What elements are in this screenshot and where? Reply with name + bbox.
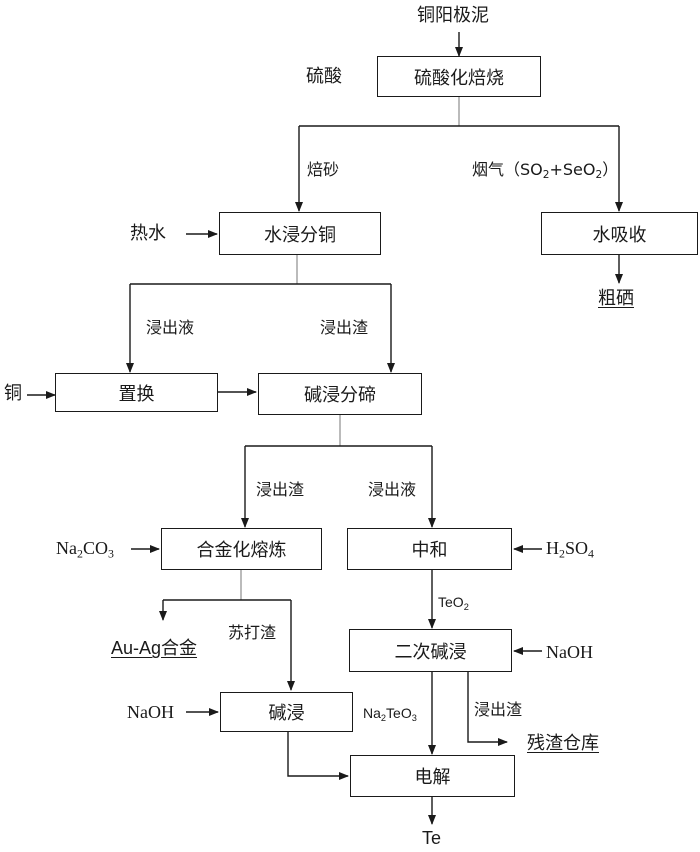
au-ag-cn: 合金 [161, 638, 198, 659]
label-residue-warehouse: 残渣仓库 [527, 733, 599, 754]
box-alkali-leach-te: 碱浸分碲 [258, 373, 422, 415]
label-naoh-2: NaOH [127, 702, 174, 722]
na2teo3-s2: 3 [411, 712, 417, 723]
h2so4-b: SO [564, 538, 588, 558]
label-hot-water: 热水 [130, 223, 166, 244]
h2so4-s2: 4 [587, 546, 594, 561]
box-second-alkali-leach: 二次碱浸 [349, 629, 512, 672]
label-h2so4: H2SO4 [546, 538, 594, 564]
label-sulfuric-acid: 硫酸 [306, 66, 342, 87]
flue-gas-sub1: 2 [542, 169, 550, 182]
label-copper: 铜 [4, 383, 22, 404]
box-label: 水吸收 [592, 224, 647, 246]
label-teo2: TeO2 [438, 592, 469, 617]
na2co3-b: CO [82, 538, 108, 558]
box-electrolysis: 电解 [350, 755, 515, 797]
box-label: 碱浸 [268, 703, 305, 724]
label-crude-selenium: 粗硒 [598, 288, 634, 309]
box-label: 硫酸化焙烧 [414, 67, 504, 89]
label-soda-slag: 苏打渣 [228, 623, 277, 642]
label-residue-3: 浸出渣 [474, 700, 523, 719]
na2teo3-b: TeO [386, 705, 412, 721]
teo2-a: TeO [438, 594, 464, 610]
na2co3-s2: 3 [107, 546, 114, 561]
teo2-s1: 2 [463, 601, 469, 612]
box-label: 合金化熔炼 [196, 540, 287, 561]
au-ag-latin: Au-Ag [111, 638, 162, 658]
label-anode-slime: 铜阳极泥 [417, 5, 489, 26]
label-na2co3: Na2CO3 [56, 538, 114, 564]
label-leachate-2: 浸出液 [368, 480, 417, 499]
label-naoh-1: NaOH [546, 642, 593, 662]
box-label: 电解 [414, 767, 451, 788]
na2teo3-a: Na [363, 705, 381, 721]
label-na2teo3: Na2TeO3 [363, 703, 417, 728]
label-au-ag-alloy: Au-Ag合金 [111, 637, 197, 660]
label-leachate-1: 浸出液 [146, 318, 195, 337]
na2co3-a: Na [56, 538, 77, 558]
box-alkali-leach: 碱浸 [220, 692, 353, 732]
na2co3-s1: 2 [77, 546, 83, 561]
h2so4-s1: 2 [559, 546, 565, 561]
box-label: 置换 [118, 383, 155, 405]
box-replacement: 置换 [55, 373, 218, 412]
box-label: 碱浸分碲 [304, 385, 376, 406]
box-alloy-smelting: 合金化熔炼 [161, 528, 322, 570]
na2teo3-s1: 2 [380, 712, 387, 723]
box-water-absorption: 水吸收 [541, 212, 698, 255]
h2so4-a: H [546, 538, 559, 558]
flue-gas-mid: +SeO [549, 160, 596, 179]
label-residue-1: 浸出渣 [320, 318, 369, 337]
box-label: 二次碱浸 [394, 641, 467, 663]
box-water-leach-copper: 水浸分铜 [219, 212, 381, 255]
label-calcine: 焙砂 [307, 160, 340, 179]
label-residue-2: 浸出渣 [256, 480, 305, 499]
flue-gas-end: ） [602, 160, 619, 179]
label-te: Te [422, 828, 442, 848]
box-sulfation-roasting: 硫酸化焙烧 [377, 56, 541, 97]
box-label: 水浸分铜 [264, 224, 336, 246]
flue-gas-text: 烟气（SO [472, 160, 543, 179]
flue-gas-sub2: 2 [595, 169, 603, 182]
label-flue-gas: 烟气（SO2+SeO2） [472, 160, 618, 185]
box-label: 中和 [411, 540, 448, 561]
box-neutralization: 中和 [347, 528, 512, 570]
